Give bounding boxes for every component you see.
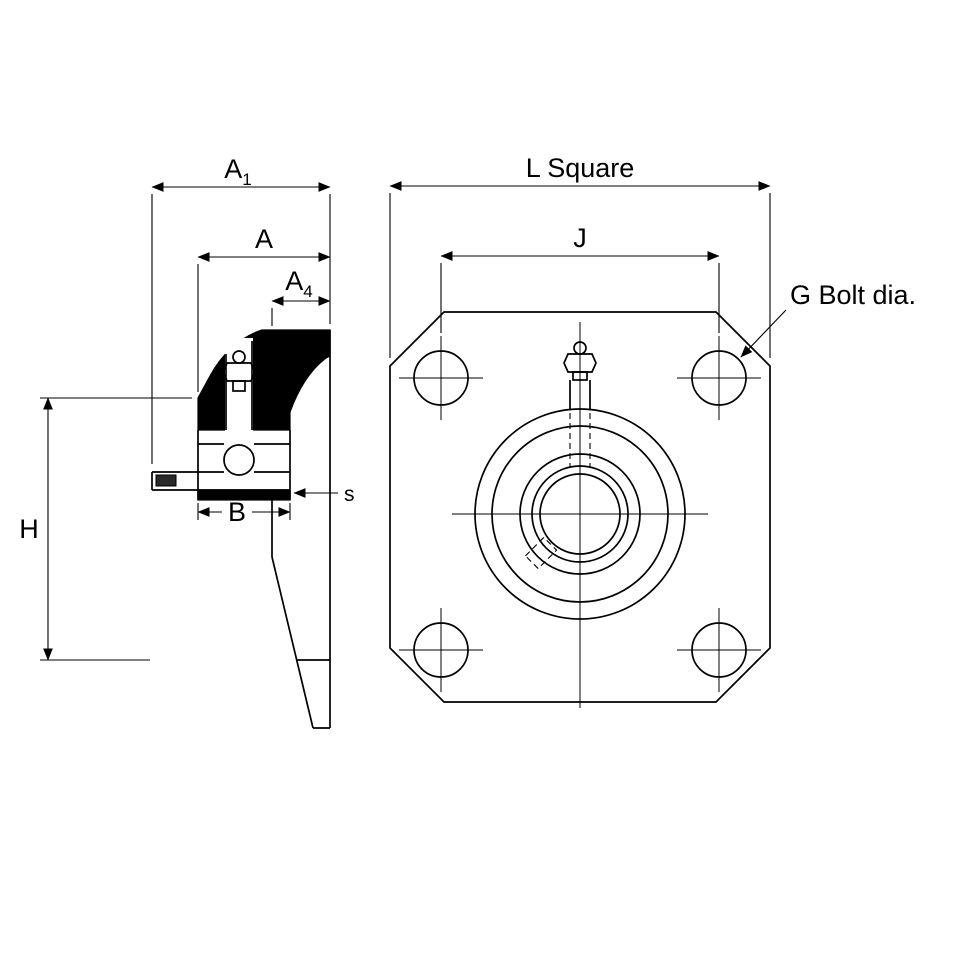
bore-chamfer-circle: [531, 465, 629, 563]
dim-g-label: G Bolt dia.: [790, 280, 916, 310]
set-screw-outline: [524, 536, 558, 570]
dim-a-label: A: [255, 224, 273, 254]
bolt-hole-bottom-right: [677, 608, 761, 692]
grease-fitting-front: [563, 341, 597, 467]
front-view: [389, 311, 771, 708]
grease-fitting-stem: [572, 371, 588, 381]
dim-j-label: J: [573, 223, 587, 253]
bearing-ball: [223, 444, 255, 476]
square-flange-outline: [389, 311, 771, 703]
dim-h-label: H: [19, 514, 39, 544]
housing-section-bottom: [197, 489, 291, 501]
dim-g-bolt: G Bolt dia.: [740, 280, 916, 358]
dim-l-label: L Square: [526, 153, 635, 183]
dim-l-square: L Square: [389, 153, 771, 358]
grease-hole-notch: [225, 338, 253, 432]
dim-g-leader: [740, 309, 787, 358]
housing-spigot-circle: [474, 408, 686, 620]
dim-b: B: [197, 497, 291, 527]
inner-ring-od-circle: [519, 453, 641, 575]
dimensions: A1 A A4 H B: [19, 153, 916, 661]
housing-section-arm: [197, 329, 331, 431]
bolt-hole-top-left: [399, 336, 483, 420]
dim-a4-label: A4: [285, 266, 312, 301]
dim-s: s: [293, 483, 355, 506]
grease-fitting-hex: [222, 362, 256, 382]
grease-fitting-hex: [563, 353, 597, 373]
dim-h: H: [19, 397, 192, 661]
dim-s-label: s: [344, 483, 355, 506]
shaft-bore-circle: [539, 473, 621, 555]
dim-b-label: B: [228, 497, 246, 527]
grease-fitting-stem: [232, 380, 246, 392]
grease-fitting: [222, 350, 256, 392]
bolt-hole-top-right: [677, 336, 761, 420]
bearing-section: [151, 430, 291, 501]
set-screw-hidden: [524, 536, 558, 570]
dim-a: A: [197, 224, 331, 392]
collar-set-screw: [155, 474, 177, 487]
housing-step-circle: [491, 425, 669, 603]
bolt-hole-bottom-left: [399, 608, 483, 692]
dim-a4: A4: [271, 266, 331, 326]
flange-corner-chamfer: [271, 556, 314, 729]
dim-j: J: [440, 223, 720, 333]
side-view: [151, 329, 331, 729]
dim-a1-label: A1: [224, 154, 251, 189]
